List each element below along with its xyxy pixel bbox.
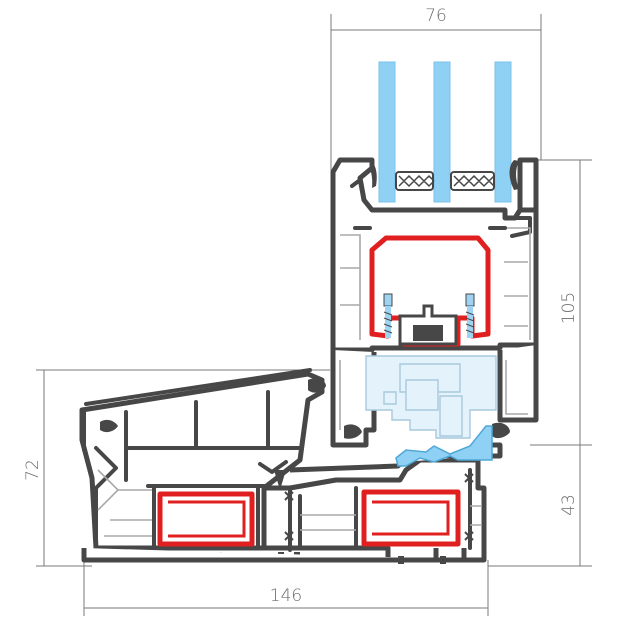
dimension-bottom-width-label: 146 — [270, 586, 302, 606]
dimension-sill-height: 72 — [23, 369, 330, 567]
dimension-frame-height: 43 — [488, 445, 592, 567]
sill-clip-seal — [100, 419, 118, 433]
sash-seal-inner — [492, 422, 510, 439]
drainage-channel — [395, 425, 493, 467]
window-fitting-hardware — [365, 304, 497, 439]
glass-pane-middle — [433, 61, 451, 203]
dimension-frame-height-label: 43 — [559, 494, 579, 516]
dimension-top-width-label: 76 — [425, 6, 447, 26]
frame-profile — [261, 425, 503, 564]
dimension-top-width: 76 — [330, 6, 542, 180]
glass-pane-outer — [378, 61, 396, 203]
sash-profile — [330, 157, 539, 448]
dimension-sash-height-label: 105 — [559, 292, 579, 324]
glazing-gasket-inner — [509, 160, 519, 190]
triple-glazing — [367, 61, 519, 203]
sill-steel-reinforcement — [157, 491, 255, 547]
glass-pane-inner — [494, 61, 512, 203]
sill-extension-profile — [79, 368, 484, 563]
dimension-sash-height: 105 — [530, 159, 592, 446]
sill-top-seal — [308, 378, 326, 393]
frame-steel-reinforcement — [361, 489, 461, 547]
dimension-sill-height-label: 72 — [23, 459, 43, 481]
sash-seal — [344, 424, 362, 439]
dimension-bottom-width: 146 — [83, 560, 489, 616]
sash-steel-reinforcement — [369, 235, 491, 347]
reinforcement-screw-right — [465, 293, 475, 338]
glass-spacer — [395, 171, 495, 191]
reinforcement-screw-left — [383, 293, 393, 338]
